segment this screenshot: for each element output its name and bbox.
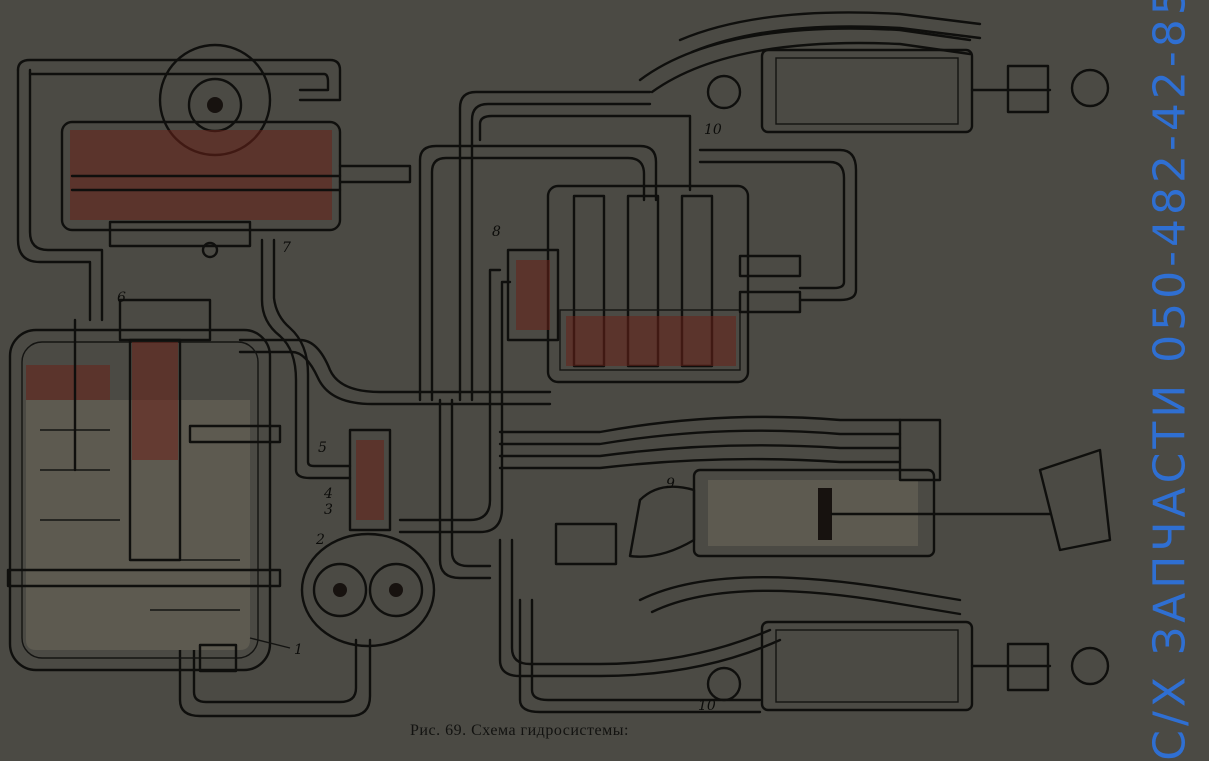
label-10-top: 10 (704, 122, 722, 138)
label-3: 3 (324, 502, 333, 518)
label-9: 9 (666, 476, 675, 492)
steering-gear-7 (60, 43, 412, 259)
label-7: 7 (282, 240, 291, 256)
hydraulic-diagram: 1 2 3 4 5 6 7 8 9 10 10 (6, 11, 1112, 718)
watermark-text: С/Х ЗАПЧАСТИ 050-482-42-85 (1144, 0, 1196, 761)
label-8: 8 (492, 224, 501, 240)
cylinder-10-bottom (554, 522, 1110, 712)
label-4: 4 (323, 486, 333, 502)
cylinder-10-top (706, 48, 1110, 134)
cylinder-9 (628, 418, 1112, 558)
control-valve-8 (506, 184, 802, 384)
part-number-labels: 1 2 3 4 5 6 7 8 9 10 10 (117, 122, 722, 714)
label-10-bottom: 10 (698, 698, 716, 714)
label-6: 6 (117, 290, 126, 306)
label-2: 2 (315, 532, 325, 548)
gear-pump-2 (300, 428, 436, 648)
label-1: 1 (294, 642, 303, 658)
pipe-network (16, 11, 982, 718)
hydraulic-scheme-page: 1 2 3 4 5 6 7 8 9 10 10 Рис. 69. Схема г… (6, 0, 1209, 761)
watermark-strip: С/Х ЗАПЧАСТИ 050-482-42-85 (1130, 0, 1209, 761)
figure-caption: Рис. 69. Схема гидросистемы: (410, 722, 629, 739)
oil-tank (6, 298, 282, 673)
label-5: 5 (318, 440, 327, 456)
